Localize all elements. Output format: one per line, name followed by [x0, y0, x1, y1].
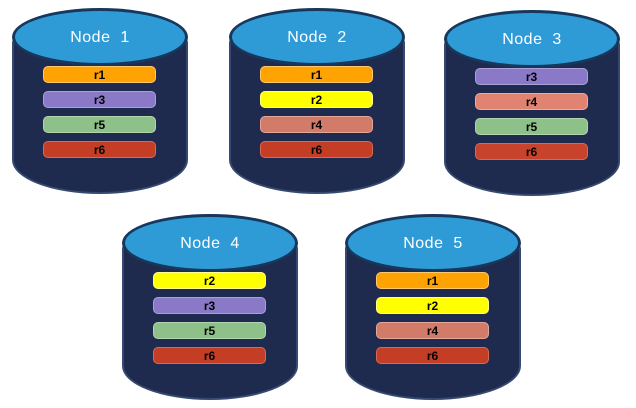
- replica-label: r1: [93, 67, 106, 82]
- replica-list: r3 r4 r5 r6: [475, 68, 588, 160]
- node-label: Node 3: [502, 31, 562, 48]
- replica-bar: r4: [260, 116, 373, 133]
- replica-bar: r6: [260, 141, 373, 158]
- replica-label: r4: [426, 323, 439, 338]
- replica-label: r1: [426, 273, 439, 288]
- replica-bar: r6: [475, 143, 588, 160]
- node-5-cylinder: Node 5 r1 r2 r4 r6: [345, 214, 521, 400]
- replica-bar: r3: [43, 91, 156, 108]
- replica-bar: r6: [153, 347, 266, 364]
- replica-label: r5: [203, 323, 216, 338]
- replica-bar: r6: [43, 141, 156, 158]
- replica-bar: r2: [376, 297, 489, 314]
- replica-label: r6: [203, 348, 216, 363]
- replica-list: r1 r2 r4 r6: [376, 272, 489, 364]
- node-label: Node 4: [180, 235, 240, 252]
- replica-label: r3: [525, 69, 538, 84]
- replica-list: r2 r3 r5 r6: [153, 272, 266, 364]
- node-2-cylinder: Node 2 r1 r2 r4 r6: [229, 8, 405, 194]
- replica-label: r4: [310, 117, 323, 132]
- replica-label: r5: [525, 119, 538, 134]
- replica-bar: r5: [43, 116, 156, 133]
- node-4-cylinder: Node 4 r2 r3 r5 r6: [122, 214, 298, 400]
- replica-bar: r4: [475, 93, 588, 110]
- replica-label: r6: [310, 142, 323, 157]
- database-cylinder-top: Node 1: [12, 8, 188, 66]
- replica-label: r6: [426, 348, 439, 363]
- replica-bar: r4: [376, 322, 489, 339]
- replica-bar: r2: [153, 272, 266, 289]
- replica-label: r1: [310, 67, 323, 82]
- node-3-cylinder: Node 3 r3 r4 r5 r6: [444, 10, 620, 196]
- replica-list: r1 r2 r4 r6: [260, 66, 373, 158]
- replica-label: r2: [426, 298, 439, 313]
- replica-label: r2: [310, 92, 323, 107]
- database-cylinder-top: Node 2: [229, 8, 405, 66]
- replica-bar: r2: [260, 91, 373, 108]
- replica-bar: r3: [475, 68, 588, 85]
- database-cylinder-top: Node 3: [444, 10, 620, 68]
- replica-bar: r6: [376, 347, 489, 364]
- replica-bar: r3: [153, 297, 266, 314]
- replica-bar: r1: [260, 66, 373, 83]
- node-1-cylinder: Node 1 r1 r3 r5 r6: [12, 8, 188, 194]
- replica-bar: r1: [376, 272, 489, 289]
- database-cylinder-top: Node 5: [345, 214, 521, 272]
- replica-label: r6: [525, 144, 538, 159]
- replica-label: r2: [203, 273, 216, 288]
- node-label: Node 1: [70, 29, 130, 46]
- node-label: Node 5: [403, 235, 463, 252]
- node-label: Node 2: [287, 29, 347, 46]
- replica-label: r6: [93, 142, 106, 157]
- replica-bar: r5: [153, 322, 266, 339]
- replica-label: r3: [203, 298, 216, 313]
- replica-label: r3: [93, 92, 106, 107]
- replica-label: r5: [93, 117, 106, 132]
- replica-bar: r5: [475, 118, 588, 135]
- replica-list: r1 r3 r5 r6: [43, 66, 156, 158]
- replica-bar: r1: [43, 66, 156, 83]
- replica-label: r4: [525, 94, 538, 109]
- database-cylinder-top: Node 4: [122, 214, 298, 272]
